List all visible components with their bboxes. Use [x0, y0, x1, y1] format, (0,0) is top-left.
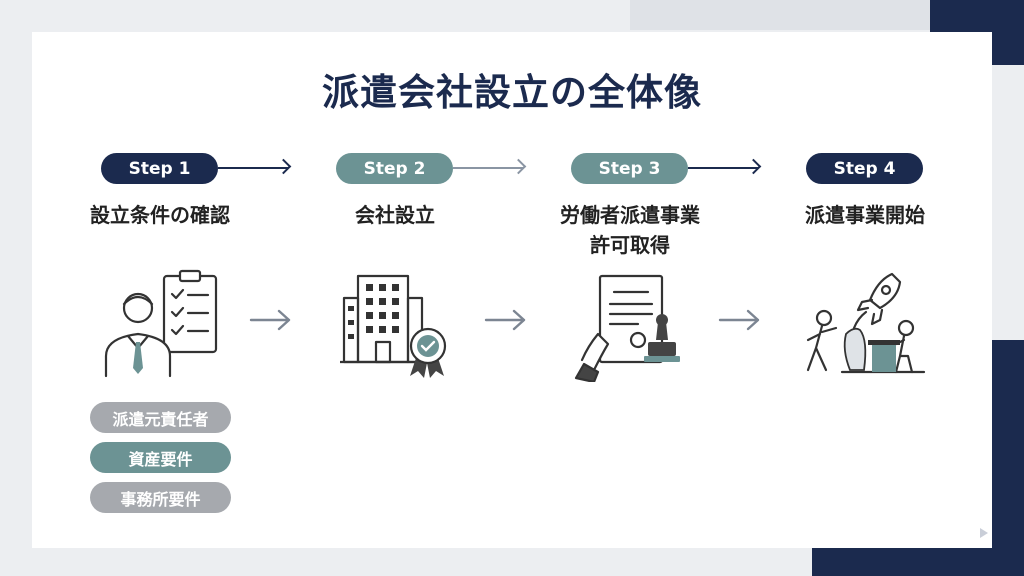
- step-2-badge: Step 2: [336, 153, 453, 184]
- requirement-tag-office: 事務所要件: [90, 482, 231, 513]
- background-accent-bottom: [812, 548, 1024, 576]
- arrow-right-icon: [484, 309, 526, 331]
- license-stamp-icon: [574, 274, 680, 382]
- step-3-label: 労働者派遣事業 許可取得: [560, 203, 700, 257]
- requirement-tag-assets: 資産要件: [90, 442, 231, 473]
- background-panel-light: [630, 0, 930, 30]
- step-3-badge: Step 3: [571, 153, 688, 184]
- step-1-label: 設立条件の確認: [90, 203, 230, 227]
- step-connector-3: [688, 167, 758, 169]
- step-1-badge: Step 1: [101, 153, 218, 184]
- step-connector-1: [218, 167, 288, 169]
- requirement-tag-manager: 派遣元責任者: [90, 402, 231, 433]
- corner-triangle-icon: [980, 528, 988, 538]
- page-title: 派遣会社設立の全体像: [322, 71, 702, 114]
- step-2-label: 会社設立: [355, 203, 435, 227]
- arrow-right-icon: [718, 309, 760, 331]
- arrow-right-icon: [249, 309, 291, 331]
- building-certificate-icon: [340, 274, 447, 378]
- rocket-launch-team-icon: [806, 272, 926, 374]
- step-4-label: 派遣事業開始: [805, 203, 925, 227]
- employee-checklist-icon: [104, 269, 218, 378]
- step-4-badge: Step 4: [806, 153, 923, 184]
- step-connector-2: [453, 167, 523, 169]
- background-accent-right: [990, 340, 1024, 576]
